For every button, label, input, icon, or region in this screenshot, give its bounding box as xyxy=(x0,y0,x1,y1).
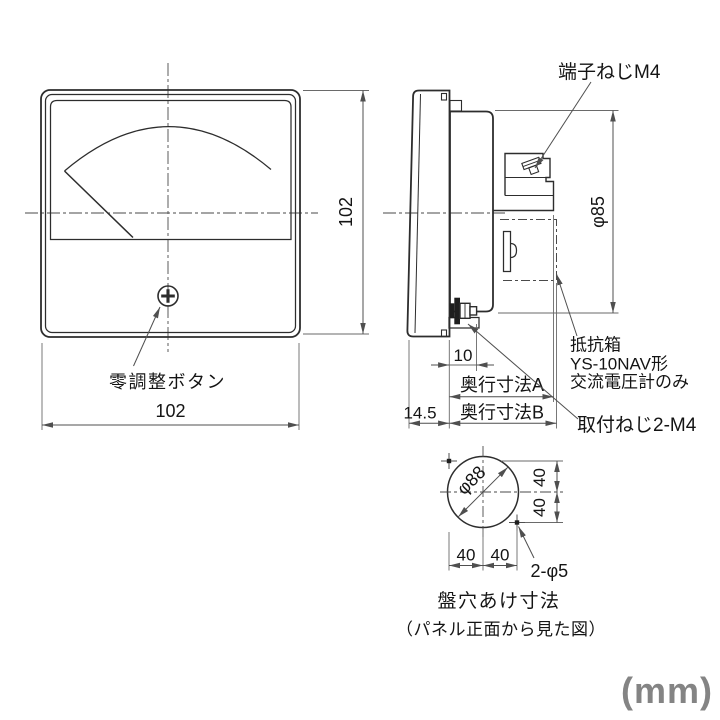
cutout-diameter-dimension: φ88 xyxy=(453,462,509,518)
screw-hole-mark xyxy=(441,453,457,469)
resistor-box-outline xyxy=(500,219,557,281)
cutout-vertical-dimensions: 40 40 xyxy=(501,460,563,523)
zero-adjust-label: 零調整ボタン xyxy=(109,372,226,392)
resistor-box-leader xyxy=(556,273,578,337)
zero-adjust-screw xyxy=(157,285,179,307)
body-diameter-dimension: φ85 xyxy=(495,110,619,314)
rear-boss xyxy=(502,230,512,273)
depth-b-dimension: 奥行寸法B xyxy=(449,403,557,427)
resistor-box-label-1: 抵抗箱 xyxy=(570,336,621,355)
scale-window xyxy=(49,99,292,241)
cutout-right-bottom-value: 40 xyxy=(530,498,549,517)
cutout-bottom-right-value: 40 xyxy=(491,546,510,565)
bezel-depth-value: 14.5 xyxy=(403,404,436,423)
body-diameter-value: φ85 xyxy=(588,196,608,228)
meter-body xyxy=(449,110,494,313)
front-height-value: 102 xyxy=(336,197,356,227)
resistor-box-label-3: 交流電圧計のみ xyxy=(570,373,689,392)
meter-bezel-inner xyxy=(44,93,297,334)
top-clamp xyxy=(449,99,463,112)
mount-screw-leader xyxy=(467,323,579,420)
mount-screw-label: 取付ねじ2-M4 xyxy=(577,414,697,436)
panel-cutout-view: φ88 40 40 40 40 2-φ5 盤穴あけ寸法 （パネル正面から見た図） xyxy=(396,446,606,639)
front-width-dimension: 102 xyxy=(41,343,300,430)
screw-holes-leader xyxy=(518,526,535,559)
terminal-screw-leader xyxy=(534,81,592,169)
resistor-box-label-2: YS-10NAV形 xyxy=(570,355,668,374)
cutout-right-top-value: 40 xyxy=(530,468,549,487)
terminal-block xyxy=(493,152,555,212)
stud-length-value: 10 xyxy=(454,346,473,365)
bottom-clip-small xyxy=(440,329,448,338)
screw-holes-label: 2-φ5 xyxy=(531,561,569,581)
zero-adjust-leader xyxy=(133,306,161,367)
cutout-caption: 盤穴あけ寸法 xyxy=(437,590,560,612)
mounting-stud xyxy=(448,297,480,329)
unit-label: (mm) xyxy=(621,670,713,711)
rear-boss-tab xyxy=(510,242,518,259)
pointer-needle xyxy=(63,170,134,239)
cutout-diameter-value: φ88 xyxy=(453,462,490,499)
side-bezel xyxy=(406,89,451,338)
scale-arc xyxy=(64,126,272,172)
front-height-dimension: 102 xyxy=(303,90,369,335)
front-width-value: 102 xyxy=(155,401,185,421)
cutout-bottom-left-value: 40 xyxy=(457,546,476,565)
cutout-subcaption: （パネル正面から見た図） xyxy=(396,620,606,639)
cutout-horizontal-dimensions: 40 40 xyxy=(448,527,518,571)
depth-a-dimension: 奥行寸法A xyxy=(449,375,554,400)
bezel-depth-dimension: 14.5 xyxy=(403,404,450,427)
depth-b-label: 奥行寸法B xyxy=(460,403,544,423)
front-view: 102 102 零調整ボタン xyxy=(25,63,369,430)
side-bezel-face-line xyxy=(414,93,421,334)
depth-extension-lines xyxy=(408,215,557,429)
depth-a-label: 奥行寸法A xyxy=(460,375,544,395)
top-clip-small xyxy=(440,92,448,101)
side-view: φ85 10 奥行寸法A 14.5 奥行寸法B 端子ねじM4 抵抗箱 xyxy=(383,61,697,436)
stud-length-dimension: 10 xyxy=(431,346,494,368)
terminal-screw-label: 端子ねじM4 xyxy=(558,61,661,83)
meter-bezel-outer xyxy=(40,89,301,338)
